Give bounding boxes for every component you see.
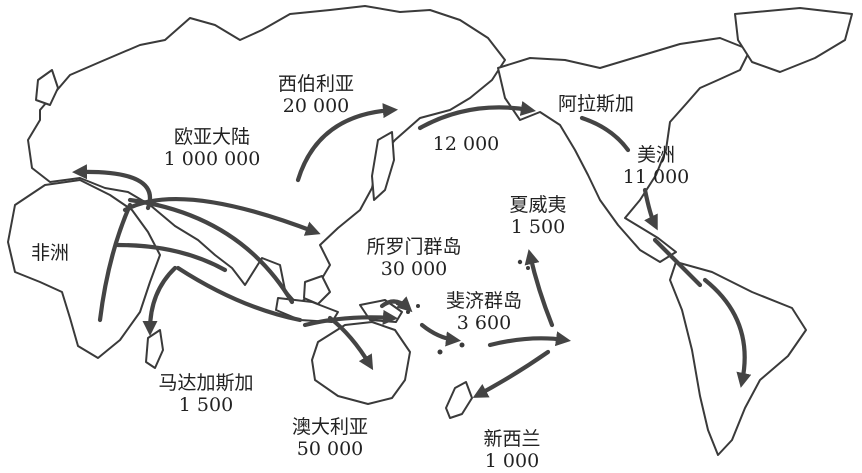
australia-label: 澳大利亚 50 000	[292, 416, 368, 460]
route-to-siberia	[295, 103, 399, 183]
uk-island	[35, 69, 59, 106]
new-zealand-land	[445, 381, 473, 419]
route-to-madagascar	[142, 265, 178, 337]
route-to-hawaii	[524, 249, 555, 328]
siberia-name: 西伯利亚	[277, 73, 355, 95]
siberia-label: 西伯利亚 20 000	[278, 73, 354, 117]
newzealand-label: 新西兰 1 000	[483, 428, 540, 472]
americas-label: 美洲 11 000	[623, 144, 689, 188]
australia-land	[311, 321, 411, 405]
island-dot	[526, 266, 530, 270]
island-dot	[517, 259, 523, 265]
island-dot	[416, 304, 420, 308]
australia-value: 50 000	[296, 438, 364, 460]
route-into-americas	[579, 115, 631, 153]
greenland-land	[734, 7, 853, 73]
alaska-name: 阿拉斯加	[557, 93, 635, 115]
route-to-east-asia	[122, 197, 321, 236]
japan-islands	[371, 131, 395, 201]
island-dot	[437, 349, 443, 355]
fiji-label: 斐济群岛 3 600	[446, 290, 522, 334]
migration-routes	[71, 101, 752, 398]
africa-name: 非洲	[30, 242, 70, 264]
island-dot	[459, 342, 465, 348]
madagascar-name: 马达加斯加	[158, 372, 254, 394]
eurasia-value: 1 000 000	[163, 148, 261, 170]
alaska-label: 阿拉斯加	[558, 93, 634, 115]
solomon-name: 所罗门群岛	[366, 236, 462, 258]
africa-label: 非洲	[31, 242, 69, 264]
hawaii-label: 夏威夷 1 500	[509, 194, 566, 238]
route-africa-out	[97, 202, 133, 323]
route-coastal	[115, 242, 228, 273]
route-to-sunda	[175, 265, 303, 323]
fiji-name: 斐济群岛	[445, 290, 523, 312]
route-central-america	[652, 237, 703, 288]
route-to-new-zealand	[472, 349, 551, 398]
siberia-value: 20 000	[282, 95, 350, 117]
australia-name: 澳大利亚	[291, 416, 369, 438]
borneo-island	[303, 275, 331, 305]
madagascar-land	[145, 329, 164, 369]
route-to-fiji	[419, 322, 462, 347]
madagascar-label: 马达加斯加 1 500	[158, 372, 253, 416]
route-to-south-asia	[127, 197, 295, 305]
route-to-central-america	[642, 187, 658, 231]
island-dot	[406, 310, 410, 314]
solomon-label: 所罗门群岛 30 000	[366, 236, 461, 280]
eurasia-label: 欧亚大陆 1 000 000	[164, 126, 261, 170]
newzealand-name: 新西兰	[483, 428, 541, 450]
hawaii-value: 1 500	[510, 216, 566, 238]
route-to-australia	[327, 315, 374, 371]
madagascar-value: 1 500	[178, 394, 234, 416]
north-america-land	[497, 37, 751, 263]
bering-label: 12 000	[433, 133, 499, 155]
americas-value: 11 000	[622, 166, 690, 188]
eurasia-name: 欧亚大陆	[173, 126, 251, 148]
route-to-south-america	[702, 277, 752, 388]
bering-value: 12 000	[432, 133, 500, 155]
fiji-value: 3 600	[456, 312, 512, 334]
hawaii-name: 夏威夷	[509, 194, 567, 216]
route-to-solomon	[302, 309, 399, 328]
americas-name: 美洲	[636, 144, 676, 166]
south-america-land	[669, 261, 807, 456]
route-solomon-hook	[379, 296, 413, 313]
newzealand-value: 1 000	[484, 450, 540, 472]
route-to-east-pacific	[487, 331, 571, 348]
landmasses	[7, 5, 853, 456]
solomon-value: 30 000	[380, 258, 448, 280]
route-to-alaska	[417, 101, 536, 131]
